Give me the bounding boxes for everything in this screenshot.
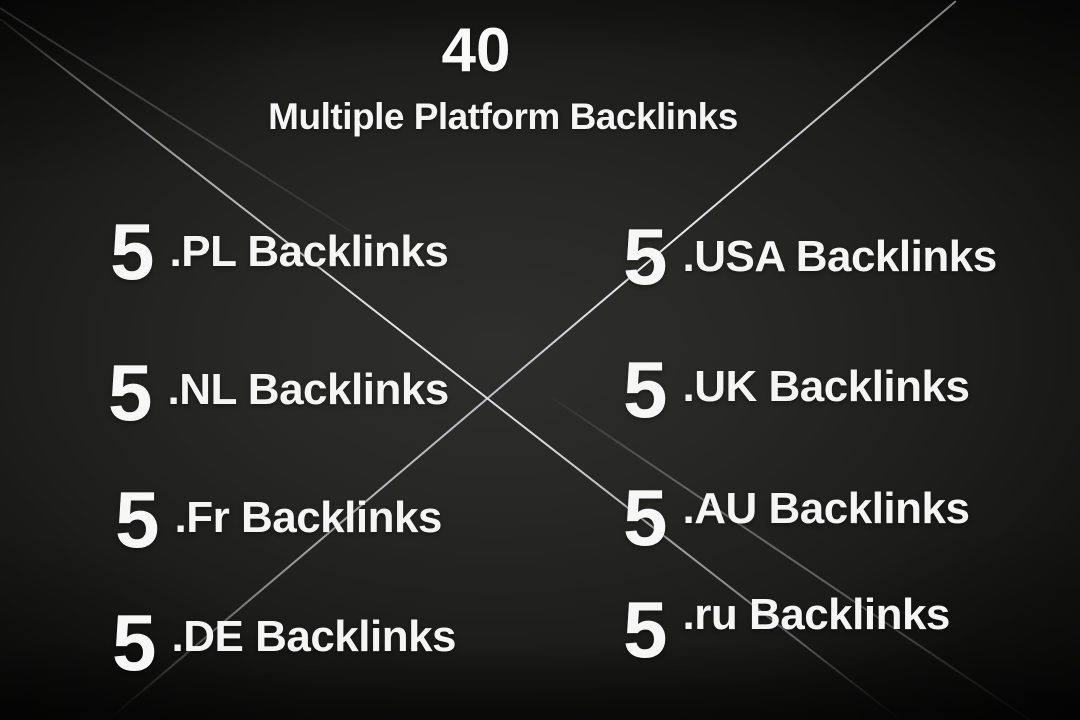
backlink-row-au: 5 .AU Backlinks [623,473,970,562]
backlink-row-nl: 5 .NL Backlinks [108,353,449,433]
banner-subtitle: Multiple Platform Backlinks [268,96,738,137]
backlink-label: .UK Backlinks [682,362,970,411]
backlink-count: 5 [108,348,153,437]
backlink-label: .USA Backlinks [682,232,998,281]
backlink-count: 5 [623,212,668,301]
backlink-label: .DE Backlinks [171,612,457,661]
backlink-count: 5 [623,585,668,674]
backlink-count: 5 [623,345,668,434]
backlink-row-de: 5 .DE Backlinks [112,598,457,687]
backlink-row-fr: 5 .Fr Backlinks [115,480,442,560]
backlink-label: .ru Backlinks [682,590,951,639]
backlink-row-uk: 5 .UK Backlinks [623,345,970,434]
backlink-count: 5 [112,598,157,687]
backlink-count: 5 [623,473,668,562]
backlink-count: 5 [110,207,155,296]
backlink-row-ru: 5 .ru Backlinks [623,590,950,670]
backlink-row-usa: 5 .USA Backlinks [623,217,997,297]
backlink-label: .AU Backlinks [682,484,970,533]
backlink-count: 5 [115,475,160,564]
total-count: 40 [441,16,511,85]
backlink-label: .NL Backlinks [167,365,450,414]
backlink-row-pl: 5 .PL Backlinks [110,207,449,296]
backlink-label: .Fr Backlinks [174,493,443,542]
backlink-label: .PL Backlinks [169,227,449,276]
